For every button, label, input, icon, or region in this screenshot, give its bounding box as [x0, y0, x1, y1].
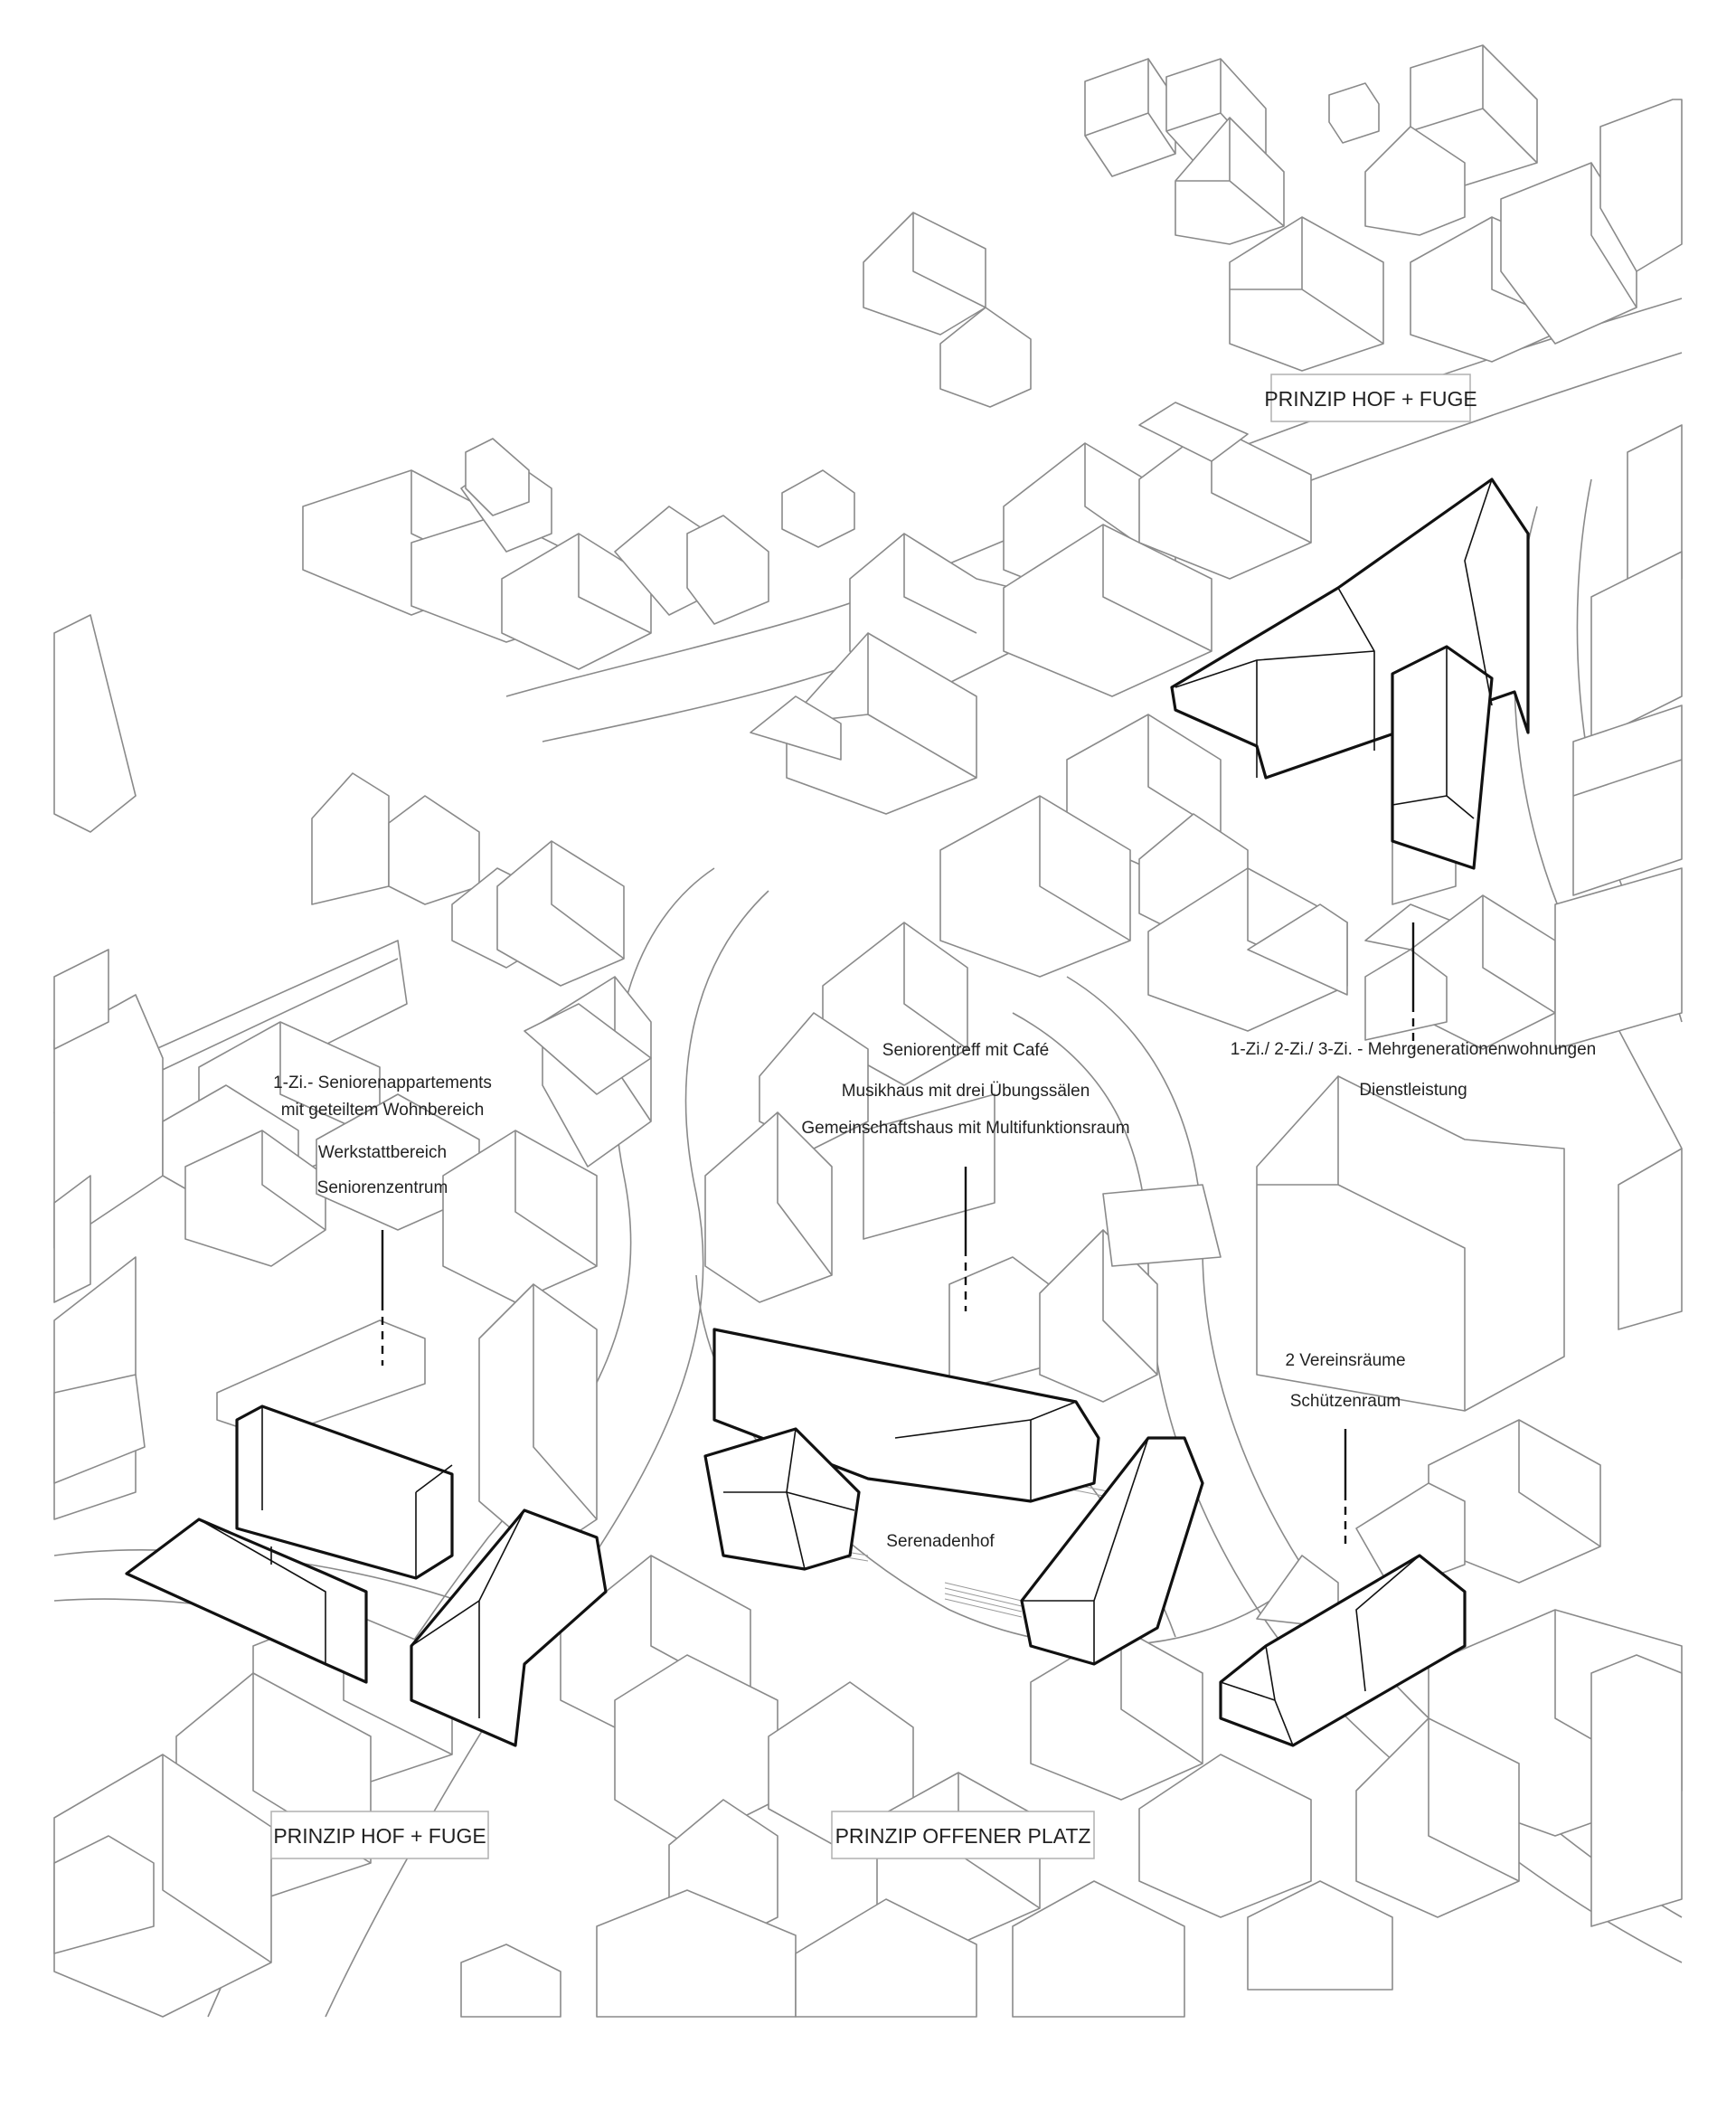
label-multigen-apartments: 1-Zi./ 2-Zi./ 3-Zi. - Mehrgenerationenwo…	[1231, 1040, 1596, 1059]
label-serenadenhof: Serenadenhof	[886, 1532, 995, 1551]
label-community-house: Gemeinschaftshaus mit Multifunktionsraum	[801, 1119, 1129, 1138]
svg-text:PRINZIP OFFENER PLATZ: PRINZIP OFFENER PLATZ	[835, 1824, 1091, 1848]
principle-box-top: PRINZIP HOF + FUGE	[1264, 374, 1477, 422]
label-senior-cafe: Seniorentreff mit Café	[882, 1041, 1049, 1060]
leader-lines	[381, 922, 1415, 1546]
label-shooting-room: Schützenraum	[1290, 1392, 1401, 1411]
program-label-east: 2 Vereinsräume Schützenraum	[1285, 1351, 1405, 1411]
svg-text:PRINZIP HOF + FUGE: PRINZIP HOF + FUGE	[273, 1824, 486, 1848]
new-building-west	[125, 1404, 608, 1747]
program-label-northeast: 1-Zi./ 2-Zi./ 3-Zi. - Mehrgenerationenwo…	[1231, 1040, 1596, 1100]
principle-box-bottom-left: PRINZIP HOF + FUGE	[270, 1811, 489, 1859]
label-services: Dienstleistung	[1359, 1081, 1467, 1100]
program-label-center: Seniorentreff mit Café Musikhaus mit dre…	[801, 1041, 1129, 1138]
label-music-house: Musikhaus mit drei Übungssälen	[842, 1082, 1090, 1101]
new-building-center	[703, 1328, 1100, 1571]
new-building-center-east	[1020, 1436, 1204, 1666]
label-workshop: Werkstattbereich	[318, 1143, 447, 1162]
svg-text:PRINZIP HOF + FUGE: PRINZIP HOF + FUGE	[1264, 387, 1477, 411]
new-building-east	[1219, 1554, 1467, 1747]
principle-box-bottom-center: PRINZIP OFFENER PLATZ	[831, 1811, 1095, 1859]
context-buildings	[53, 44, 1683, 2018]
program-label-west: 1-Zi.- Seniorenappartements mit geteilte…	[273, 1073, 492, 1197]
label-shared-living: mit geteiltem Wohnbereich	[281, 1101, 485, 1120]
new-building-northeast	[1170, 478, 1530, 870]
label-senior-center: Seniorenzentrum	[317, 1178, 448, 1197]
label-senior-apartments: 1-Zi.- Seniorenappartements	[273, 1073, 492, 1092]
label-club-rooms: 2 Vereinsräume	[1285, 1351, 1405, 1370]
